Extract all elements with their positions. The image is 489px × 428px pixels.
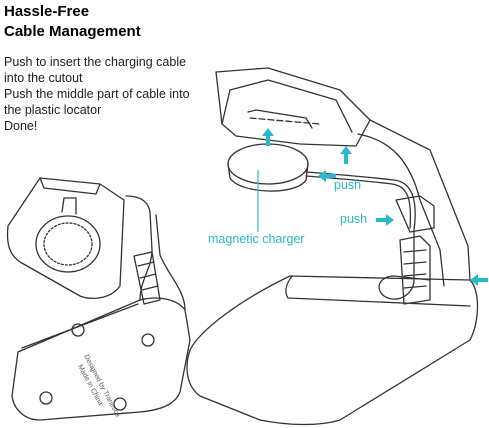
title-line-2: Cable Management [4, 23, 141, 40]
push-label-lower: push [340, 212, 368, 226]
up-arrow-icon [340, 146, 352, 164]
left-stand [6, 177, 191, 421]
up-arrow-icon [262, 128, 274, 146]
instruction-line-2: into the cutout [4, 71, 83, 85]
instruction-line-5: Done! [4, 119, 38, 133]
instruction-line-4: the plastic locator [4, 103, 102, 117]
magnetic-charger-label: magnetic charger [208, 232, 305, 246]
left-arrow-icon [318, 170, 336, 182]
right-stand [186, 67, 479, 426]
instruction-line-1: Push to insert the charging cable [4, 55, 187, 69]
push-label-upper: push [334, 178, 362, 192]
right-arrow-icon [376, 214, 394, 226]
instructions: Push to insert the charging cable into t… [4, 54, 190, 134]
engraving: Designed by Tranesca Made in China [76, 354, 121, 419]
instruction-line-3: Push the middle part of cable into [4, 87, 190, 101]
left-arrow-icon [470, 274, 488, 286]
title: Hassle-Free Cable Management [4, 2, 141, 42]
title-line-1: Hassle-Free [4, 3, 90, 20]
